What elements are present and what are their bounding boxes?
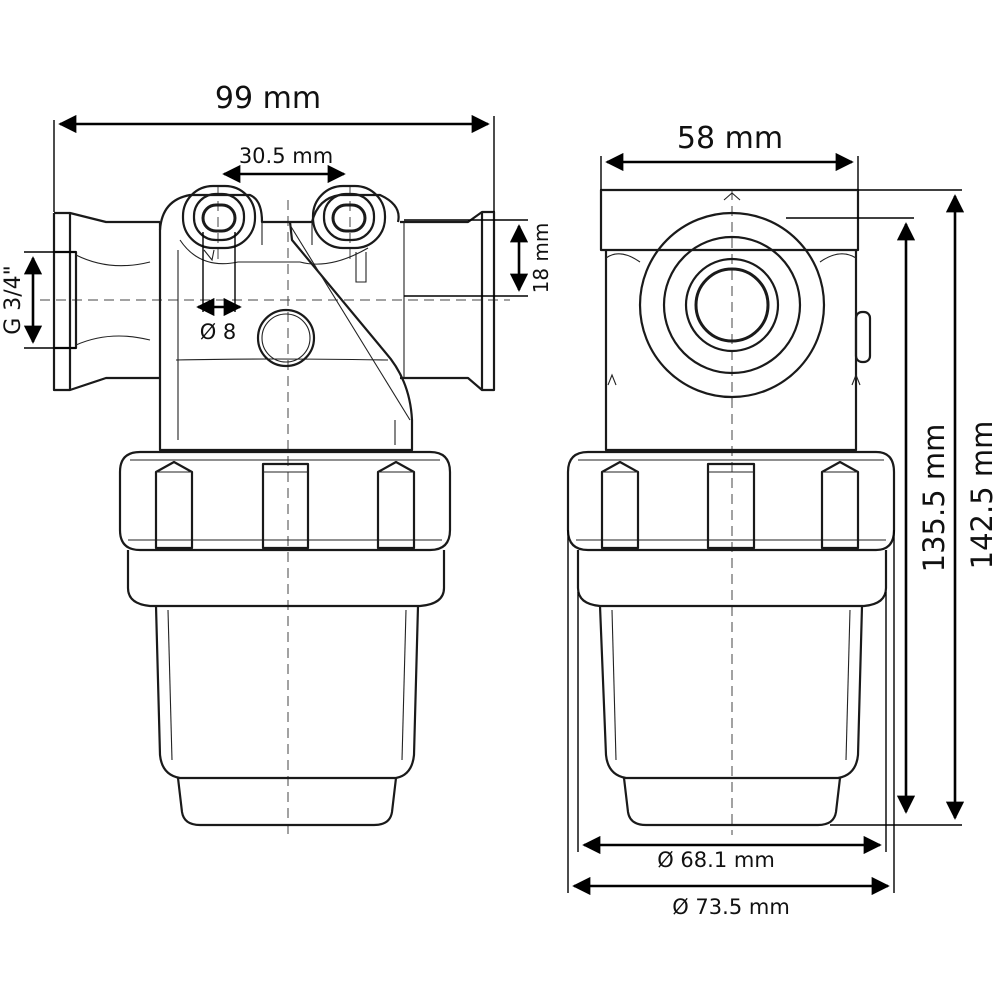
dimension-thread bbox=[23, 251, 76, 349]
right-port bbox=[311, 184, 387, 283]
label-outlet-offset: 18 mm bbox=[529, 223, 553, 294]
outlet-flange bbox=[400, 210, 496, 392]
dimension-side-width bbox=[600, 152, 859, 190]
side-bowl bbox=[598, 605, 864, 827]
label-body-height: 135.5 mm bbox=[917, 424, 951, 573]
label-side-width: 58 mm bbox=[677, 121, 783, 156]
side-lower-band bbox=[576, 550, 888, 608]
label-bowl-inner: Ø 68.1 mm bbox=[657, 848, 775, 872]
side-port bbox=[638, 211, 826, 399]
dimension-bowl-inner bbox=[577, 592, 887, 855]
front-bowl bbox=[154, 605, 420, 827]
front-lower-band bbox=[126, 550, 446, 608]
label-bowl-outer: Ø 73.5 mm bbox=[672, 895, 790, 919]
gauge-port bbox=[256, 308, 316, 368]
side-head-block bbox=[599, 188, 872, 452]
front-view bbox=[23, 114, 529, 835]
dimension-body-height bbox=[786, 217, 916, 814]
filter-head-body bbox=[158, 193, 414, 452]
inlet-flange bbox=[52, 211, 160, 392]
side-collar-ring bbox=[566, 450, 896, 552]
label-overall-width: 99 mm bbox=[215, 81, 321, 116]
dimension-port-diameter bbox=[196, 232, 242, 317]
dimension-overall-width bbox=[53, 114, 495, 212]
label-thread: G 3/4" bbox=[1, 265, 26, 335]
dimension-bowl-outer bbox=[567, 530, 895, 896]
side-view bbox=[566, 152, 965, 896]
front-collar-ring bbox=[118, 450, 452, 552]
label-port-spacing: 30.5 mm bbox=[239, 144, 333, 168]
dimension-outlet-offset bbox=[404, 219, 529, 297]
dimension-total-height bbox=[830, 189, 965, 826]
left-port bbox=[181, 184, 257, 262]
label-total-height: 142.5 mm bbox=[965, 421, 999, 570]
label-port-diameter: Ø 8 bbox=[200, 320, 237, 344]
